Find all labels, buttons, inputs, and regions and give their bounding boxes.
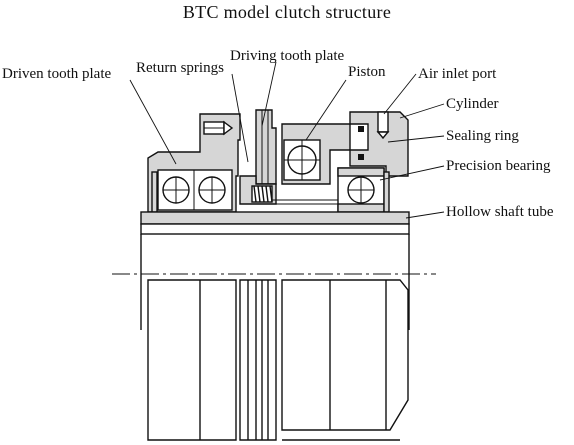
upper-cross-section <box>140 109 410 235</box>
shaft-bore <box>140 223 410 235</box>
label-sealing-ring: Sealing ring <box>446 128 519 144</box>
cylinder-part <box>349 111 409 177</box>
label-driving-tooth-plate: Driving tooth plate <box>230 48 344 64</box>
label-return-springs: Return springs <box>136 60 224 76</box>
callouts: Driven tooth plate Return springs Drivin… <box>2 48 554 220</box>
label-hollow-shaft-tube: Hollow shaft tube <box>446 204 554 220</box>
air-inlet-port-part <box>376 111 390 140</box>
return-springs-coil <box>251 185 273 203</box>
precision-bearing-part <box>337 167 385 213</box>
hollow-shaft-tube-part <box>140 211 410 225</box>
label-air-inlet-port: Air inlet port <box>418 66 497 82</box>
label-cylinder: Cylinder <box>446 96 499 112</box>
driving-tooth-plate-part <box>255 109 277 185</box>
left-bearing-pair <box>157 169 233 211</box>
label-piston: Piston <box>348 64 386 80</box>
diagram-title: BTC model clutch structure <box>183 2 391 22</box>
label-driven-tooth-plate: Driven tooth plate <box>2 66 111 82</box>
lower-driving-plate <box>239 279 277 441</box>
sealing-ring-upper <box>358 126 364 132</box>
lower-piston-cylinder <box>281 279 409 431</box>
lower-exterior-view <box>140 234 410 441</box>
piston-bearing <box>283 139 321 181</box>
sealing-ring-lower <box>358 154 364 160</box>
bolt-left <box>203 120 234 136</box>
retaining-ring-left <box>151 171 158 213</box>
lower-driven-plate <box>147 279 237 441</box>
label-precision-bearing: Precision bearing <box>446 158 551 174</box>
